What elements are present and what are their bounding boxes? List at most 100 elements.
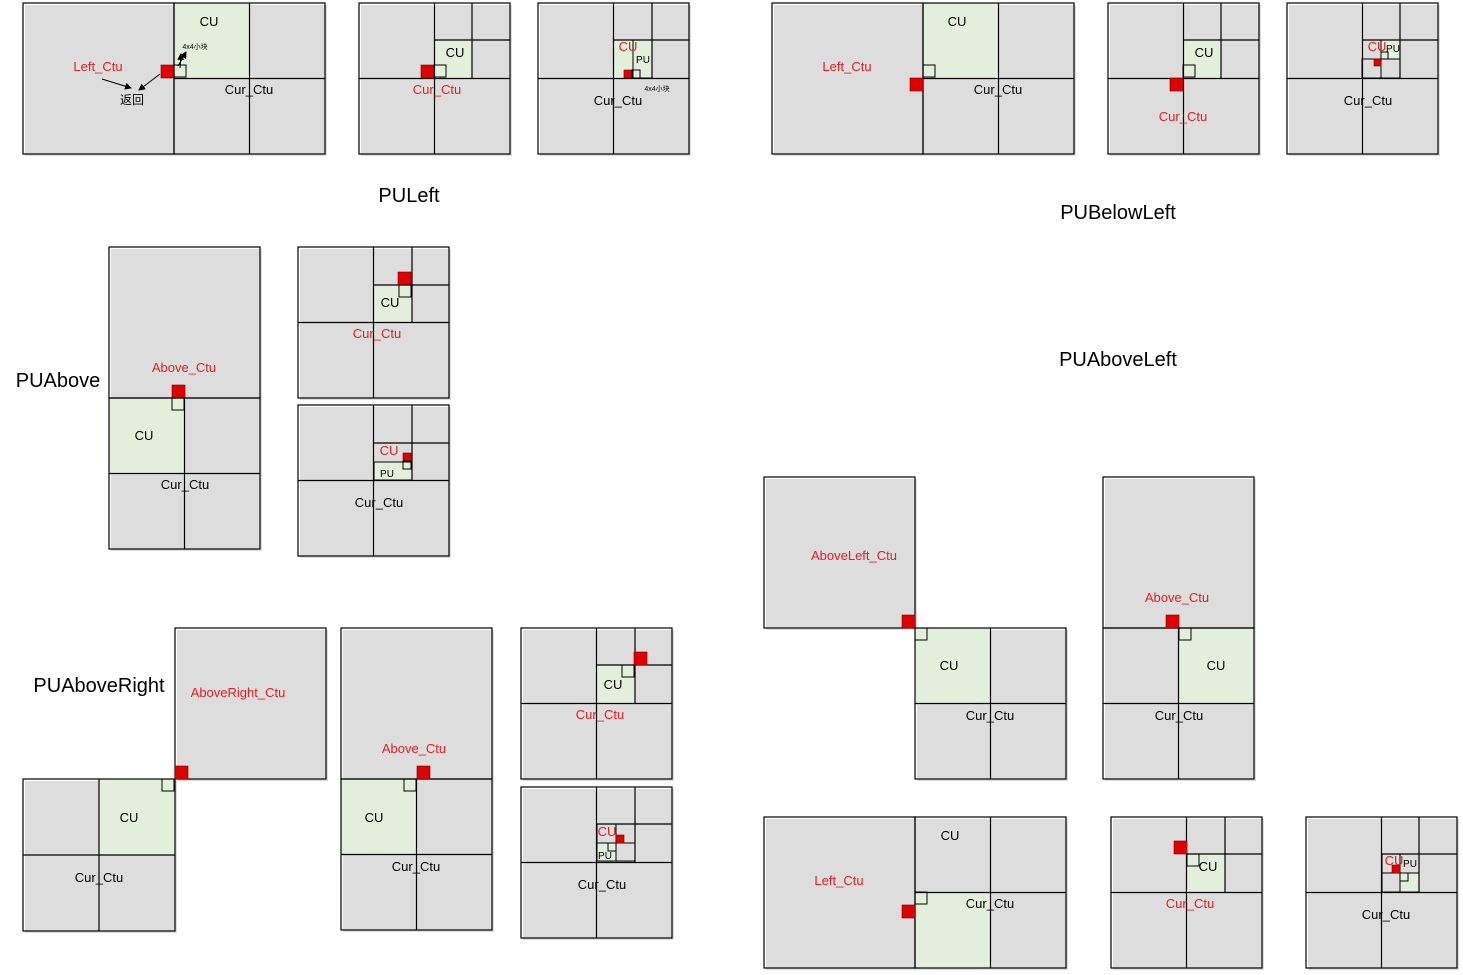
cur-ctu-label: Cur_Ctu — [1344, 93, 1392, 108]
above-ctu-label: Above_Ctu — [1145, 590, 1209, 605]
neighbor-block — [402, 452, 412, 462]
small-4x4-block — [1186, 853, 1200, 867]
cu-region — [1400, 873, 1419, 892]
cur-ctu-label: Cur_Ctu — [576, 707, 624, 722]
small-4x4-block — [922, 64, 936, 78]
box-shadow — [766, 479, 917, 630]
cu-region — [341, 779, 417, 855]
small-4x4-block — [607, 842, 617, 852]
box-shadow — [1113, 819, 1264, 970]
cu-region — [1187, 854, 1225, 892]
title-puleft: PULeft — [378, 185, 440, 207]
cu-label: CU — [1207, 658, 1226, 673]
box-shadow — [523, 630, 674, 781]
cur-ctu-label: Cur_Ctu — [353, 326, 401, 341]
aboveright-ctu-label: AboveRight_Ctu — [191, 685, 286, 700]
neighbor-block — [909, 77, 924, 92]
cu-region — [99, 779, 175, 855]
box-shadow — [774, 5, 925, 156]
above-ctu-label: Above_Ctu — [152, 360, 216, 375]
left-ctu-label: Left_Ctu — [73, 59, 122, 74]
small-4x4-block — [161, 778, 175, 792]
cu-label: CU — [1199, 859, 1218, 874]
cu-label: CU — [598, 824, 617, 839]
pu-label: PU — [1386, 44, 1400, 55]
small-block-note: 4x4小块 — [182, 42, 207, 51]
neighbor-block — [397, 271, 412, 286]
box-shadow — [300, 407, 451, 558]
small-4x4-block — [1399, 872, 1409, 882]
cu-region — [374, 285, 412, 322]
arrow-left-to-return — [101, 78, 132, 90]
pu-label: PU — [380, 469, 394, 480]
cur-ctu-label: Cur_Ctu — [1159, 109, 1207, 124]
pu-outline — [1399, 872, 1420, 893]
neighbor-block — [1173, 840, 1188, 855]
pu-outline — [632, 39, 653, 79]
cur-ctu-label: Cur_Ctu — [413, 82, 461, 97]
title-puaboveright: PUAboveRight — [33, 675, 165, 697]
neighbor-block — [901, 614, 916, 629]
cu-label: CU — [365, 810, 384, 825]
neighbor-block — [623, 69, 633, 79]
cu-label: CU — [1368, 39, 1387, 54]
cur-ctu-label: Cur_Ctu — [75, 870, 123, 885]
box-shadow — [25, 5, 176, 156]
pu-label: PU — [636, 55, 650, 66]
small-4x4-block — [403, 778, 417, 792]
cu-label: CU — [604, 677, 623, 692]
cu-label: CU — [940, 658, 959, 673]
left-ctu-label: Left_Ctu — [822, 59, 871, 74]
cur-ctu-label: Cur_Ctu — [966, 708, 1014, 723]
return-label: 返回 — [120, 93, 144, 107]
small-4x4-block — [914, 627, 928, 641]
small-4x4-block — [1182, 64, 1196, 78]
box-shadow — [177, 630, 328, 781]
ctu-box — [174, 627, 327, 780]
small-4x4-block — [1178, 627, 1192, 641]
cu-label: CU — [120, 810, 139, 825]
box-shadow — [1308, 819, 1459, 970]
arrow-block-to-return — [138, 73, 161, 91]
small-4x4-block — [402, 460, 412, 470]
pu-outline — [615, 842, 636, 862]
cu-label: CU — [135, 428, 154, 443]
cu-region — [1183, 40, 1221, 78]
cur-ctu-label: Cur_Ctu — [974, 82, 1022, 97]
cu-label: CU — [446, 45, 465, 60]
cur-ctu-label: Cur_Ctu — [578, 877, 626, 892]
box-shadow — [111, 249, 262, 400]
neighbor-block — [633, 651, 648, 666]
box-shadow — [766, 819, 917, 970]
cu-label: CU — [948, 14, 967, 29]
cu-label: CU — [941, 828, 960, 843]
neighbor-block — [174, 765, 189, 780]
box-shadow — [343, 630, 494, 781]
small-4x4-block — [621, 664, 635, 678]
box-shadow — [300, 249, 451, 400]
pu-label: PU — [598, 851, 612, 862]
above-ctu-label: Above_Ctu — [382, 741, 446, 756]
small-4x4-block — [171, 397, 185, 411]
small-block-note: 4x4小块 — [644, 84, 669, 93]
neighbor-block — [416, 765, 431, 780]
neighbor-block — [615, 834, 625, 844]
cu-region — [915, 628, 991, 703]
aboveleft-ctu-label: AboveLeft_Ctu — [811, 548, 897, 563]
box-shadow — [523, 789, 674, 940]
cur-ctu-label: Cur_Ctu — [392, 859, 440, 874]
ctu-box — [763, 476, 916, 629]
small-4x4-block — [914, 891, 928, 905]
pu-outline — [373, 461, 413, 481]
neighbor-block — [1165, 614, 1180, 629]
cu-region — [597, 665, 635, 703]
box-shadow — [1105, 479, 1256, 630]
cur-ctu-label: Cur_Ctu — [594, 93, 642, 108]
cur-ctu-label: Cur_Ctu — [966, 896, 1014, 911]
pu-label: PU — [1403, 859, 1417, 870]
box-shadow — [1289, 5, 1440, 156]
small-4x4-block — [1380, 51, 1389, 60]
box-shadow — [540, 5, 691, 156]
